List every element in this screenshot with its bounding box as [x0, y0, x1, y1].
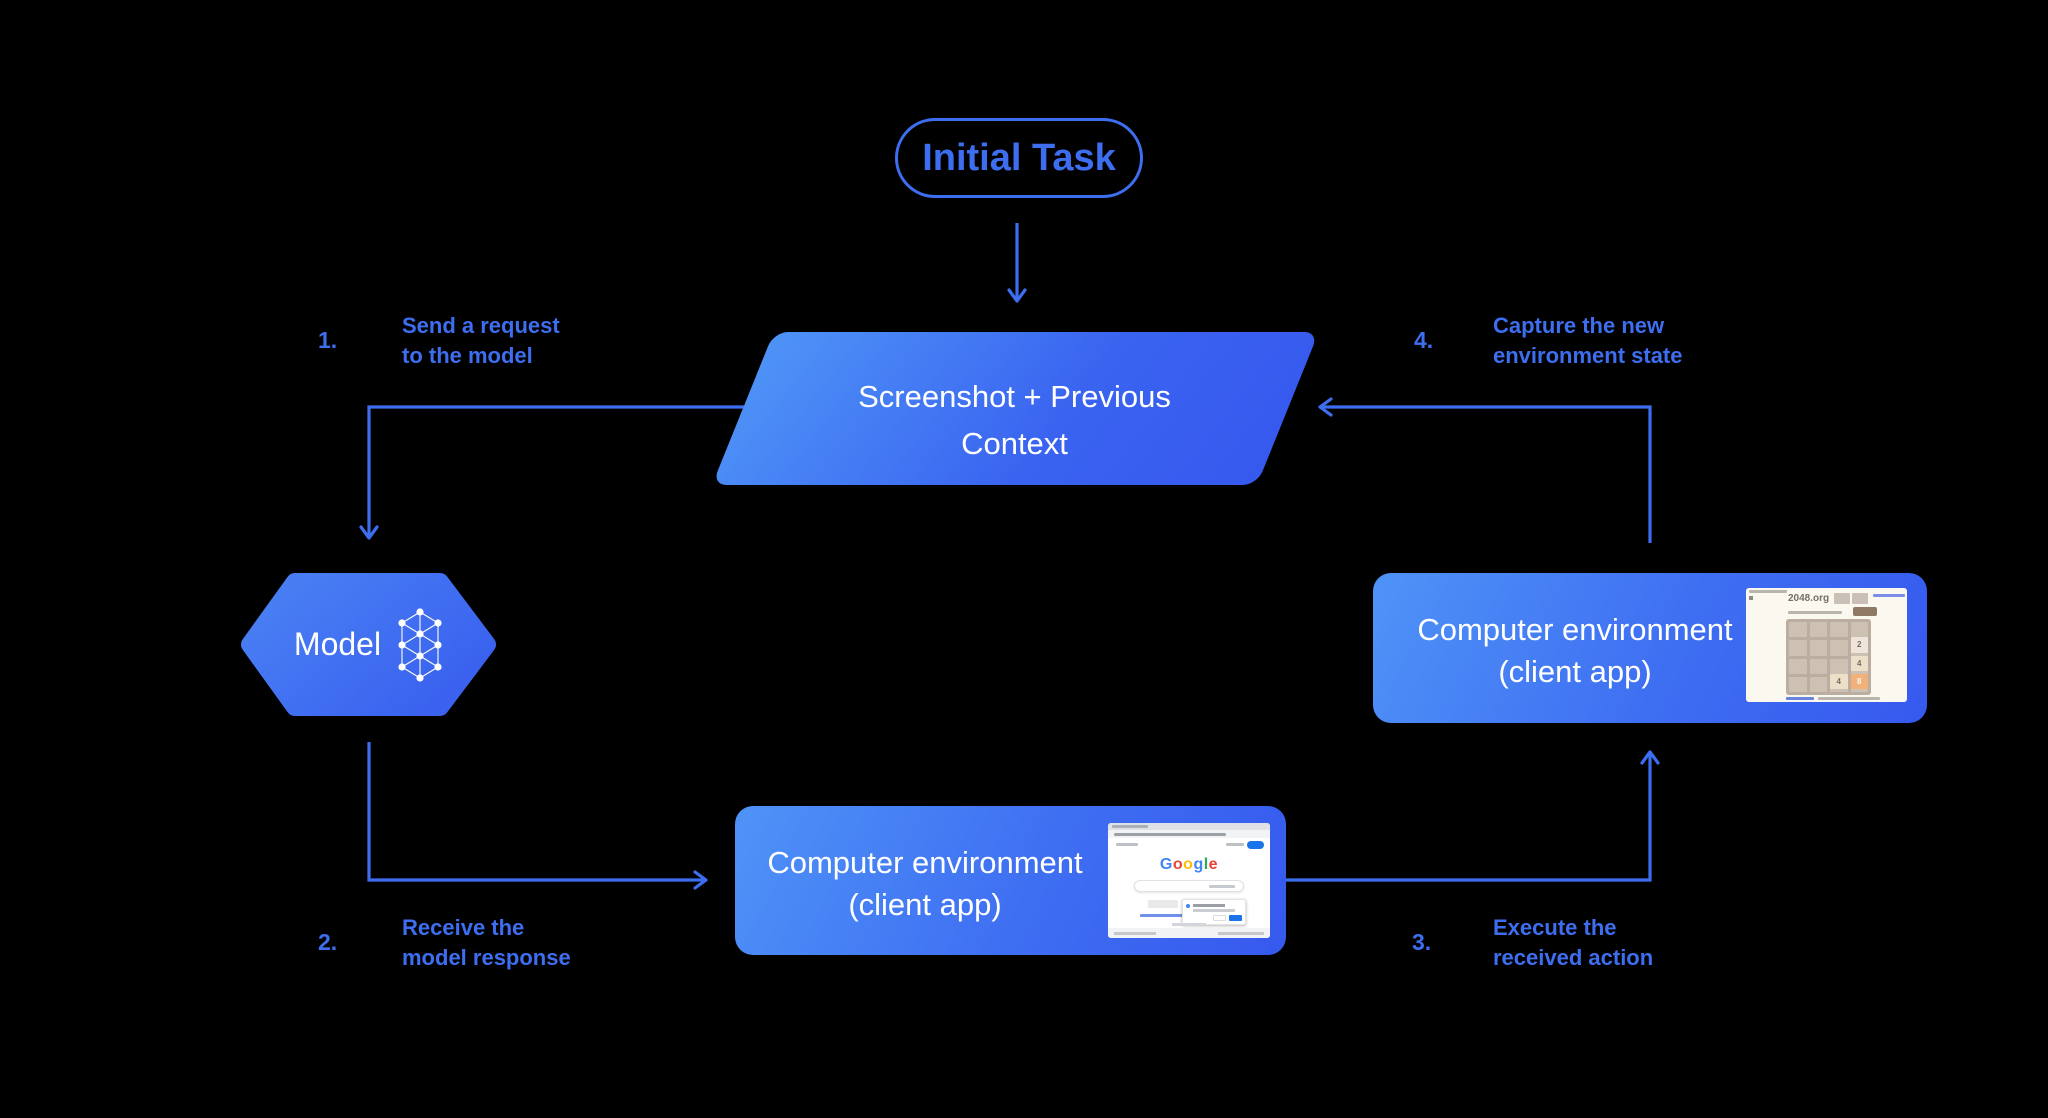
initial-task-node: Initial Task — [895, 118, 1143, 198]
logo-letter: g — [1193, 856, 1204, 873]
logo-letter: o — [1172, 856, 1184, 873]
dialog-profile-icon — [1186, 904, 1190, 908]
tile-8: 8 — [1850, 673, 1868, 689]
new-game-button — [1853, 607, 1877, 616]
logo-letter: G — [1159, 856, 1173, 873]
grid-cell — [1809, 640, 1827, 656]
grid-cell — [1809, 622, 1827, 638]
initial-task-label: Initial Task — [922, 136, 1116, 179]
env-capture-line1: Computer environment — [1417, 612, 1733, 647]
step-4-label: Capture the new environment state — [1493, 311, 1683, 371]
header-link — [1116, 843, 1138, 846]
grid-cell — [1830, 622, 1848, 638]
step-4-line2: environment state — [1493, 343, 1683, 368]
browser-tab — [1112, 825, 1148, 828]
env-capture-label: Computer environment (client app) — [1385, 573, 1765, 723]
game-screenshot-thumbnail: 2048.org 2 4 4 8 — [1746, 588, 1907, 702]
google-search-button — [1148, 900, 1178, 908]
neural-network-icon — [398, 607, 442, 682]
step-1-label: Send a request to the model — [402, 311, 560, 371]
browser-tab-bar — [1749, 590, 1787, 593]
sign-in-button — [1247, 841, 1264, 849]
dialog-dismiss-button — [1213, 915, 1226, 921]
score-box — [1834, 593, 1850, 604]
env-execute-line1: Computer environment — [767, 844, 1083, 880]
page-footer — [1108, 928, 1270, 938]
footer-links-right — [1218, 931, 1264, 935]
dialog-title-text — [1193, 904, 1225, 907]
grid-cell — [1830, 640, 1848, 656]
step-3-line1: Execute the — [1493, 915, 1617, 940]
google-logo: Google — [1108, 856, 1270, 874]
env-node-capture: Computer environment (client app) 2048.o… — [1373, 573, 1927, 723]
footer-text — [1172, 923, 1206, 926]
step-4-number: 4. — [1414, 327, 1434, 353]
browser-screenshot-thumbnail: Google — [1108, 823, 1270, 938]
model-content: Model — [240, 572, 497, 717]
grid-cell — [1789, 640, 1807, 656]
screenshot-context-line2: Context — [961, 425, 1068, 461]
step-2-line2: model response — [402, 945, 571, 970]
best-score-box — [1852, 593, 1868, 604]
arrow-env-to-context — [1318, 397, 1652, 543]
step-4-line1: Capture the new — [1493, 313, 1665, 338]
how-to-play-text — [1818, 697, 1880, 700]
grid-cell — [1809, 676, 1827, 692]
search-input — [1134, 880, 1244, 892]
screenshot-context-line1: Screenshot + Previous — [858, 378, 1171, 414]
tile-4: 4 — [1850, 655, 1868, 671]
grid-cell — [1789, 622, 1807, 638]
arrow-context-to-model — [359, 405, 760, 540]
grid-cell — [1789, 676, 1807, 692]
env-execute-line2: (client app) — [848, 886, 1002, 922]
step-2-label: Receive the model response — [402, 913, 571, 973]
grid-cell — [1830, 658, 1848, 674]
grid-cell — [1809, 658, 1827, 674]
arrow-model-to-env — [367, 742, 708, 890]
url-text — [1114, 832, 1226, 836]
env-node-execute: Computer environment (client app) Google — [735, 806, 1286, 955]
footer-links-left — [1114, 931, 1156, 935]
step-1-line2: to the model — [402, 343, 533, 368]
dialog-body-text — [1193, 909, 1235, 912]
step-1-number: 1. — [318, 327, 338, 353]
step-3-label: Execute the received action — [1493, 913, 1653, 973]
grid-cell — [1850, 622, 1868, 638]
favicon-icon — [1749, 596, 1753, 600]
sign-in-dialog — [1182, 899, 1246, 925]
env-execute-label: Computer environment (client app) — [735, 806, 1115, 955]
env-capture-line2: (client app) — [1498, 654, 1652, 689]
browser-tab-strip — [1108, 823, 1270, 830]
tile-4: 4 — [1830, 673, 1848, 689]
game-header-links — [1873, 594, 1905, 597]
step-2-line1: Receive the — [402, 915, 525, 940]
model-label: Model — [293, 626, 382, 662]
grid-cell — [1789, 658, 1807, 674]
game-site-title: 2048.org — [1788, 593, 1830, 604]
arrow-env-to-env — [1284, 750, 1660, 882]
logo-letter: o — [1183, 856, 1194, 873]
header-links-right — [1226, 843, 1244, 846]
step-3-number: 3. — [1412, 929, 1432, 955]
search-hint-text — [1209, 885, 1235, 888]
step-1-line1: Send a request — [402, 313, 560, 338]
how-to-play-link — [1786, 697, 1814, 700]
logo-letter: l — [1203, 856, 1209, 873]
tile-2: 2 — [1850, 637, 1868, 653]
model-node — [241, 573, 496, 716]
step-3-line2: received action — [1493, 945, 1654, 970]
dialog-confirm-button — [1229, 915, 1242, 921]
game-subtitle — [1788, 611, 1842, 614]
step-2-number: 2. — [318, 929, 338, 955]
screenshot-context-label: Screenshot + Previous Context — [742, 332, 1287, 485]
logo-letter: e — [1208, 856, 1219, 873]
